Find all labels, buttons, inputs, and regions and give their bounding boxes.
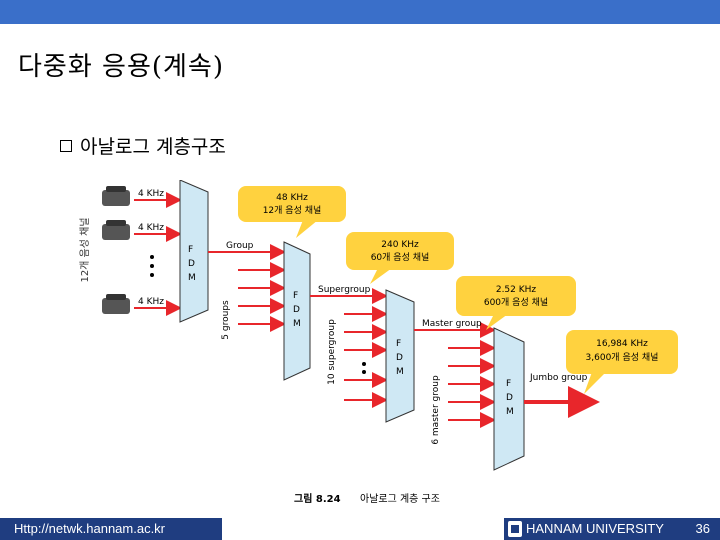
footer-url[interactable]: Http://netwk.hannam.ac.kr (0, 518, 222, 540)
svg-text:12개 음성 채널: 12개 음성 채널 (263, 205, 322, 216)
ellipsis-dot (362, 370, 366, 374)
svg-text:F: F (188, 245, 193, 255)
phone-icon (102, 220, 130, 240)
fdm-jumbo-mux (493, 327, 525, 471)
svg-text:M: M (293, 319, 301, 329)
page-number: 36 (695, 521, 710, 536)
fdm-group-mux (179, 180, 209, 323)
svg-text:F: F (293, 291, 298, 301)
level-label-group: Group (226, 241, 254, 251)
top-bar (0, 0, 720, 24)
count-label-groups: 5 groups (221, 300, 231, 340)
svg-text:60개 음성 채널: 60개 음성 채널 (371, 252, 430, 263)
callout-box (238, 186, 346, 222)
bullet-text: 아날로그 계층구조 (80, 136, 226, 158)
bullet-item: 아날로그 계층구조 (60, 132, 226, 159)
svg-text:3,600개 음성 채널: 3,600개 음성 채널 (586, 352, 659, 363)
svg-text:M: M (188, 273, 196, 283)
side-label: 12개 음성 채널 (79, 217, 91, 282)
svg-text:2.52 KHz: 2.52 KHz (496, 285, 537, 295)
figure-caption-text: 아날로그 계층 구조 (360, 493, 440, 505)
analog-hierarchy-diagram: 12개 음성 채널 4 KHz 4 KHz 4 KHz F D M Group … (79, 180, 678, 505)
ellipsis-dot (362, 362, 366, 366)
svg-text:48 KHz: 48 KHz (276, 193, 308, 203)
fdm-master-mux (385, 289, 415, 423)
ellipsis-dot (150, 255, 154, 259)
input-freq-label: 4 KHz (138, 223, 164, 233)
callout-box (456, 276, 576, 316)
level-label-master: Master group (422, 319, 482, 329)
footer: Http://netwk.hannam.ac.kr HANNAM UNIVERS… (0, 518, 720, 540)
svg-text:F: F (506, 379, 511, 389)
slide-title: 다중화 응용(계속) (18, 52, 224, 82)
svg-text:M: M (396, 367, 404, 377)
count-label-master: 6 master group (431, 375, 441, 445)
checkbox-bullet-icon (60, 139, 72, 152)
callout-box (346, 232, 454, 270)
footer-right: HANNAM UNIVERSITY 36 (504, 518, 720, 540)
level-label-jumbo: Jumbo group (529, 373, 588, 383)
fdm-supergroup-mux (283, 241, 311, 381)
svg-text:F: F (396, 339, 401, 349)
svg-text:D: D (188, 259, 195, 269)
callout-box (566, 330, 678, 374)
input-freq-label: 4 KHz (138, 297, 164, 307)
input-freq-label: 4 KHz (138, 189, 164, 199)
phone-icon (102, 294, 130, 314)
svg-text:240 KHz: 240 KHz (381, 240, 419, 250)
count-label-supergroup: 10 supergroup (327, 319, 337, 385)
svg-text:M: M (506, 407, 514, 417)
svg-text:D: D (293, 305, 300, 315)
level-label-supergroup: Supergroup (318, 285, 371, 295)
svg-text:16,984 KHz: 16,984 KHz (596, 339, 648, 349)
ellipsis-dot (150, 273, 154, 277)
svg-text:D: D (396, 353, 403, 363)
figure-caption-number: 그림 8.24 (294, 493, 341, 505)
ellipsis-dot (150, 264, 154, 268)
university-logo-icon (508, 521, 522, 537)
university-name: HANNAM UNIVERSITY (526, 521, 664, 536)
svg-text:D: D (506, 393, 513, 403)
phone-icon (102, 186, 130, 206)
svg-text:600개 음성 채널: 600개 음성 채널 (484, 297, 548, 308)
